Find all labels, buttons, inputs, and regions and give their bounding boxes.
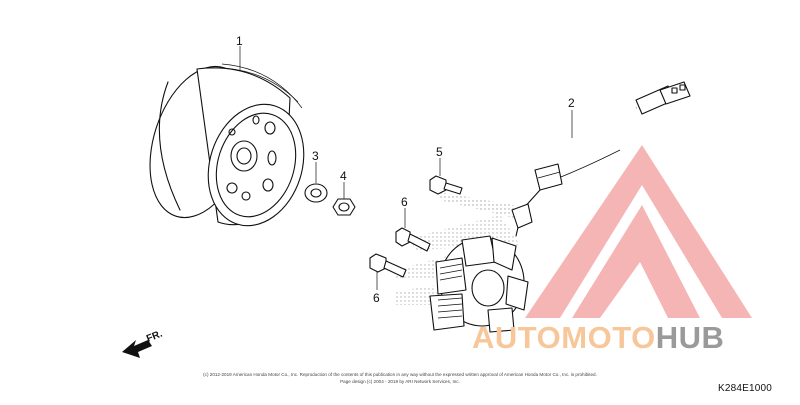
front-direction-arrow: FR.: [122, 328, 164, 358]
callout-3: 3: [312, 149, 319, 163]
watermark-triangle-inner: [572, 205, 700, 318]
callout-1: 1: [236, 34, 243, 48]
callout-6-mid: 6: [401, 195, 408, 209]
copyright-line-2: Page design (c) 2004 - 2019 by ARI Netwo…: [340, 379, 460, 384]
washer-part: [304, 183, 328, 203]
watermark-triangle-outer: [525, 145, 752, 318]
bolt-mid-part: [395, 227, 431, 252]
watermark-text-part1: AUTOMOTO: [472, 320, 656, 355]
callout-6-low: 6: [373, 291, 380, 305]
bolt-low-part: [369, 253, 407, 278]
callout-2: 2: [568, 96, 575, 110]
stator-part: [429, 81, 691, 333]
diagram-code: K284E1000: [718, 383, 772, 394]
watermark-text: AUTOMOTOHUB: [472, 320, 724, 355]
flywheel-part: [149, 63, 305, 227]
callout-4: 4: [340, 169, 347, 183]
nut-part: [332, 198, 356, 216]
bolt-top-part: [429, 175, 463, 195]
copyright-line-1: (c) 2012-2019 American Honda Motor Co., …: [203, 372, 597, 377]
direction-label: FR.: [145, 328, 164, 344]
callout-5: 5: [436, 145, 443, 159]
watermark-text-part2: HUB: [656, 320, 725, 355]
watermark-logo: [525, 145, 752, 318]
